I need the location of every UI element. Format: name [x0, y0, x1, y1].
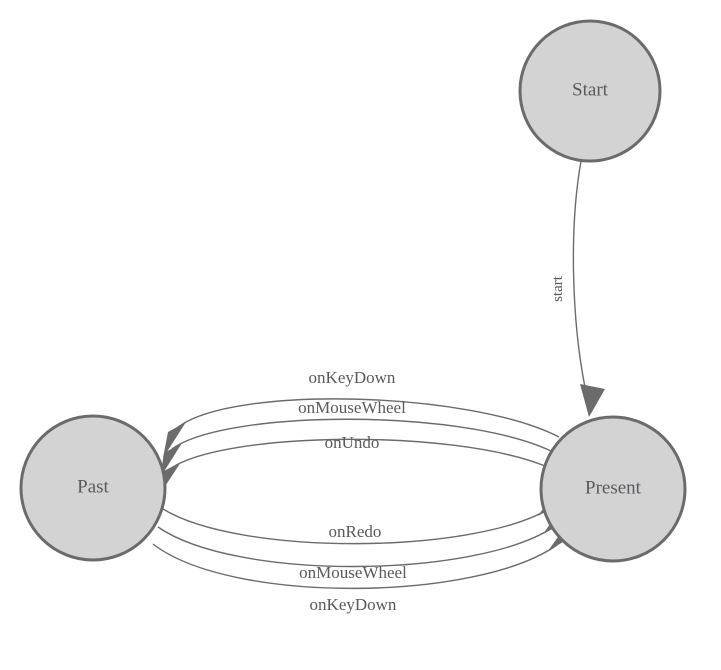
edge-label-present-past-onundo: onUndo: [325, 433, 380, 452]
edge-start-to-present[interactable]: start: [550, 160, 605, 417]
arrowhead-into-past-2: [160, 443, 182, 478]
edge-label-past-present-onkeydown: onKeyDown: [310, 595, 397, 614]
edge-past-to-present-onkeydown-path: [152, 543, 558, 590]
edge-present-to-past-onundo-path: [169, 438, 546, 470]
node-past-circle: [19, 414, 167, 562]
node-present[interactable]: Present: [539, 415, 687, 563]
edge-past-to-present-onredo[interactable]: onRedo: [162, 481, 562, 545]
node-start-label: Start: [572, 79, 609, 100]
edge-past-to-present-onmousewheel-path: [157, 526, 553, 568]
edge-past-to-present-onmousewheel[interactable]: onMouseWheel: [157, 500, 567, 582]
edge-present-to-past-onkeydown-path: [176, 398, 560, 438]
edge-past-to-present-onredo-path: [162, 508, 548, 545]
edge-label-past-present-onredo: onRedo: [329, 522, 382, 541]
arrowhead-into-present-top: [580, 384, 605, 417]
edge-present-to-past-onmousewheel-path: [171, 418, 552, 452]
node-past-label: Past: [77, 476, 109, 497]
edge-label-present-past-onmousewheel: onMouseWheel: [298, 398, 406, 417]
edge-present-to-past-onmousewheel[interactable]: onMouseWheel: [160, 398, 552, 478]
node-present-label: Present: [585, 477, 642, 498]
edge-label-past-present-onmousewheel: onMouseWheel: [299, 563, 407, 582]
node-present-circle: [539, 415, 687, 563]
edge-present-to-past-onundo[interactable]: onUndo: [158, 433, 546, 497]
edge-present-to-past-onkeydown[interactable]: onKeyDown: [163, 368, 560, 458]
arrowhead-into-past-1: [163, 422, 186, 458]
node-start[interactable]: Start: [518, 19, 662, 163]
edge-label-start: start: [550, 275, 566, 302]
node-start-circle: [518, 19, 662, 163]
edge-start-to-present-path: [572, 160, 587, 393]
node-past[interactable]: Past: [19, 414, 167, 562]
edge-label-present-past-onkeydown: onKeyDown: [309, 368, 396, 387]
